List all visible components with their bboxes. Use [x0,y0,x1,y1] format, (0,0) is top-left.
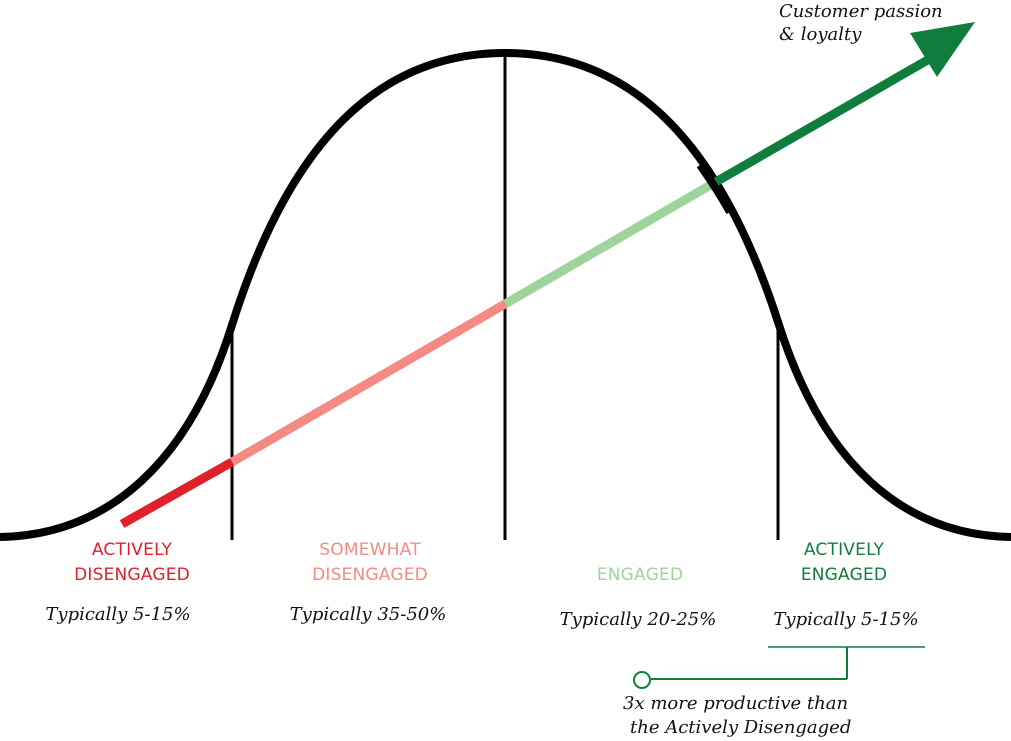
label-line1: ACTIVELY [91,540,173,560]
callout-circle-icon [633,671,651,689]
segment-label-actively-engaged: ACTIVELY ENGAGED [744,538,944,588]
arrow-head-icon [910,22,975,77]
segment-range-somewhat-disengaged: Typically 35-50% [289,604,447,625]
segment-range-actively-engaged: Typically 5-15% [773,609,919,630]
arrow-segment-actively-disengaged [119,458,235,528]
label-line1: ACTIVELY [803,540,885,560]
segment-label-somewhat-disengaged: SOMEWHAT DISENGAGED [270,538,470,588]
label-line2: DISENGAGED [312,565,428,585]
label-line2: ENGAGED [800,565,888,585]
arrow-segment-somewhat-disengaged [229,300,508,466]
label-line2: ENGAGED [596,565,684,585]
callout-line2: the Actively Disengaged [630,717,852,738]
segment-range-engaged: Typically 20-25% [559,609,717,630]
label-line2: DISENGAGED [74,565,190,585]
segment-range-actively-disengaged: Typically 5-15% [45,604,191,625]
arrow-label-line1: Customer passion [779,1,943,22]
arrow-label-line2: & loyalty [779,24,862,45]
arrow-label: Customer passion & loyalty [779,0,943,46]
bell-curve [0,48,1011,541]
callout-line1: 3x more productive than [623,693,849,714]
label-line1: SOMEWHAT [319,540,421,560]
segment-label-engaged: ENGAGED [540,563,740,588]
callout-text: 3x more productive than the Actively Dis… [623,692,851,740]
arrow-segment-engaged [502,179,717,308]
segment-label-actively-disengaged: ACTIVELY DISENGAGED [32,538,232,588]
arrow-segment-actively-engaged [711,46,948,187]
bell-curve-overlap [696,162,734,214]
